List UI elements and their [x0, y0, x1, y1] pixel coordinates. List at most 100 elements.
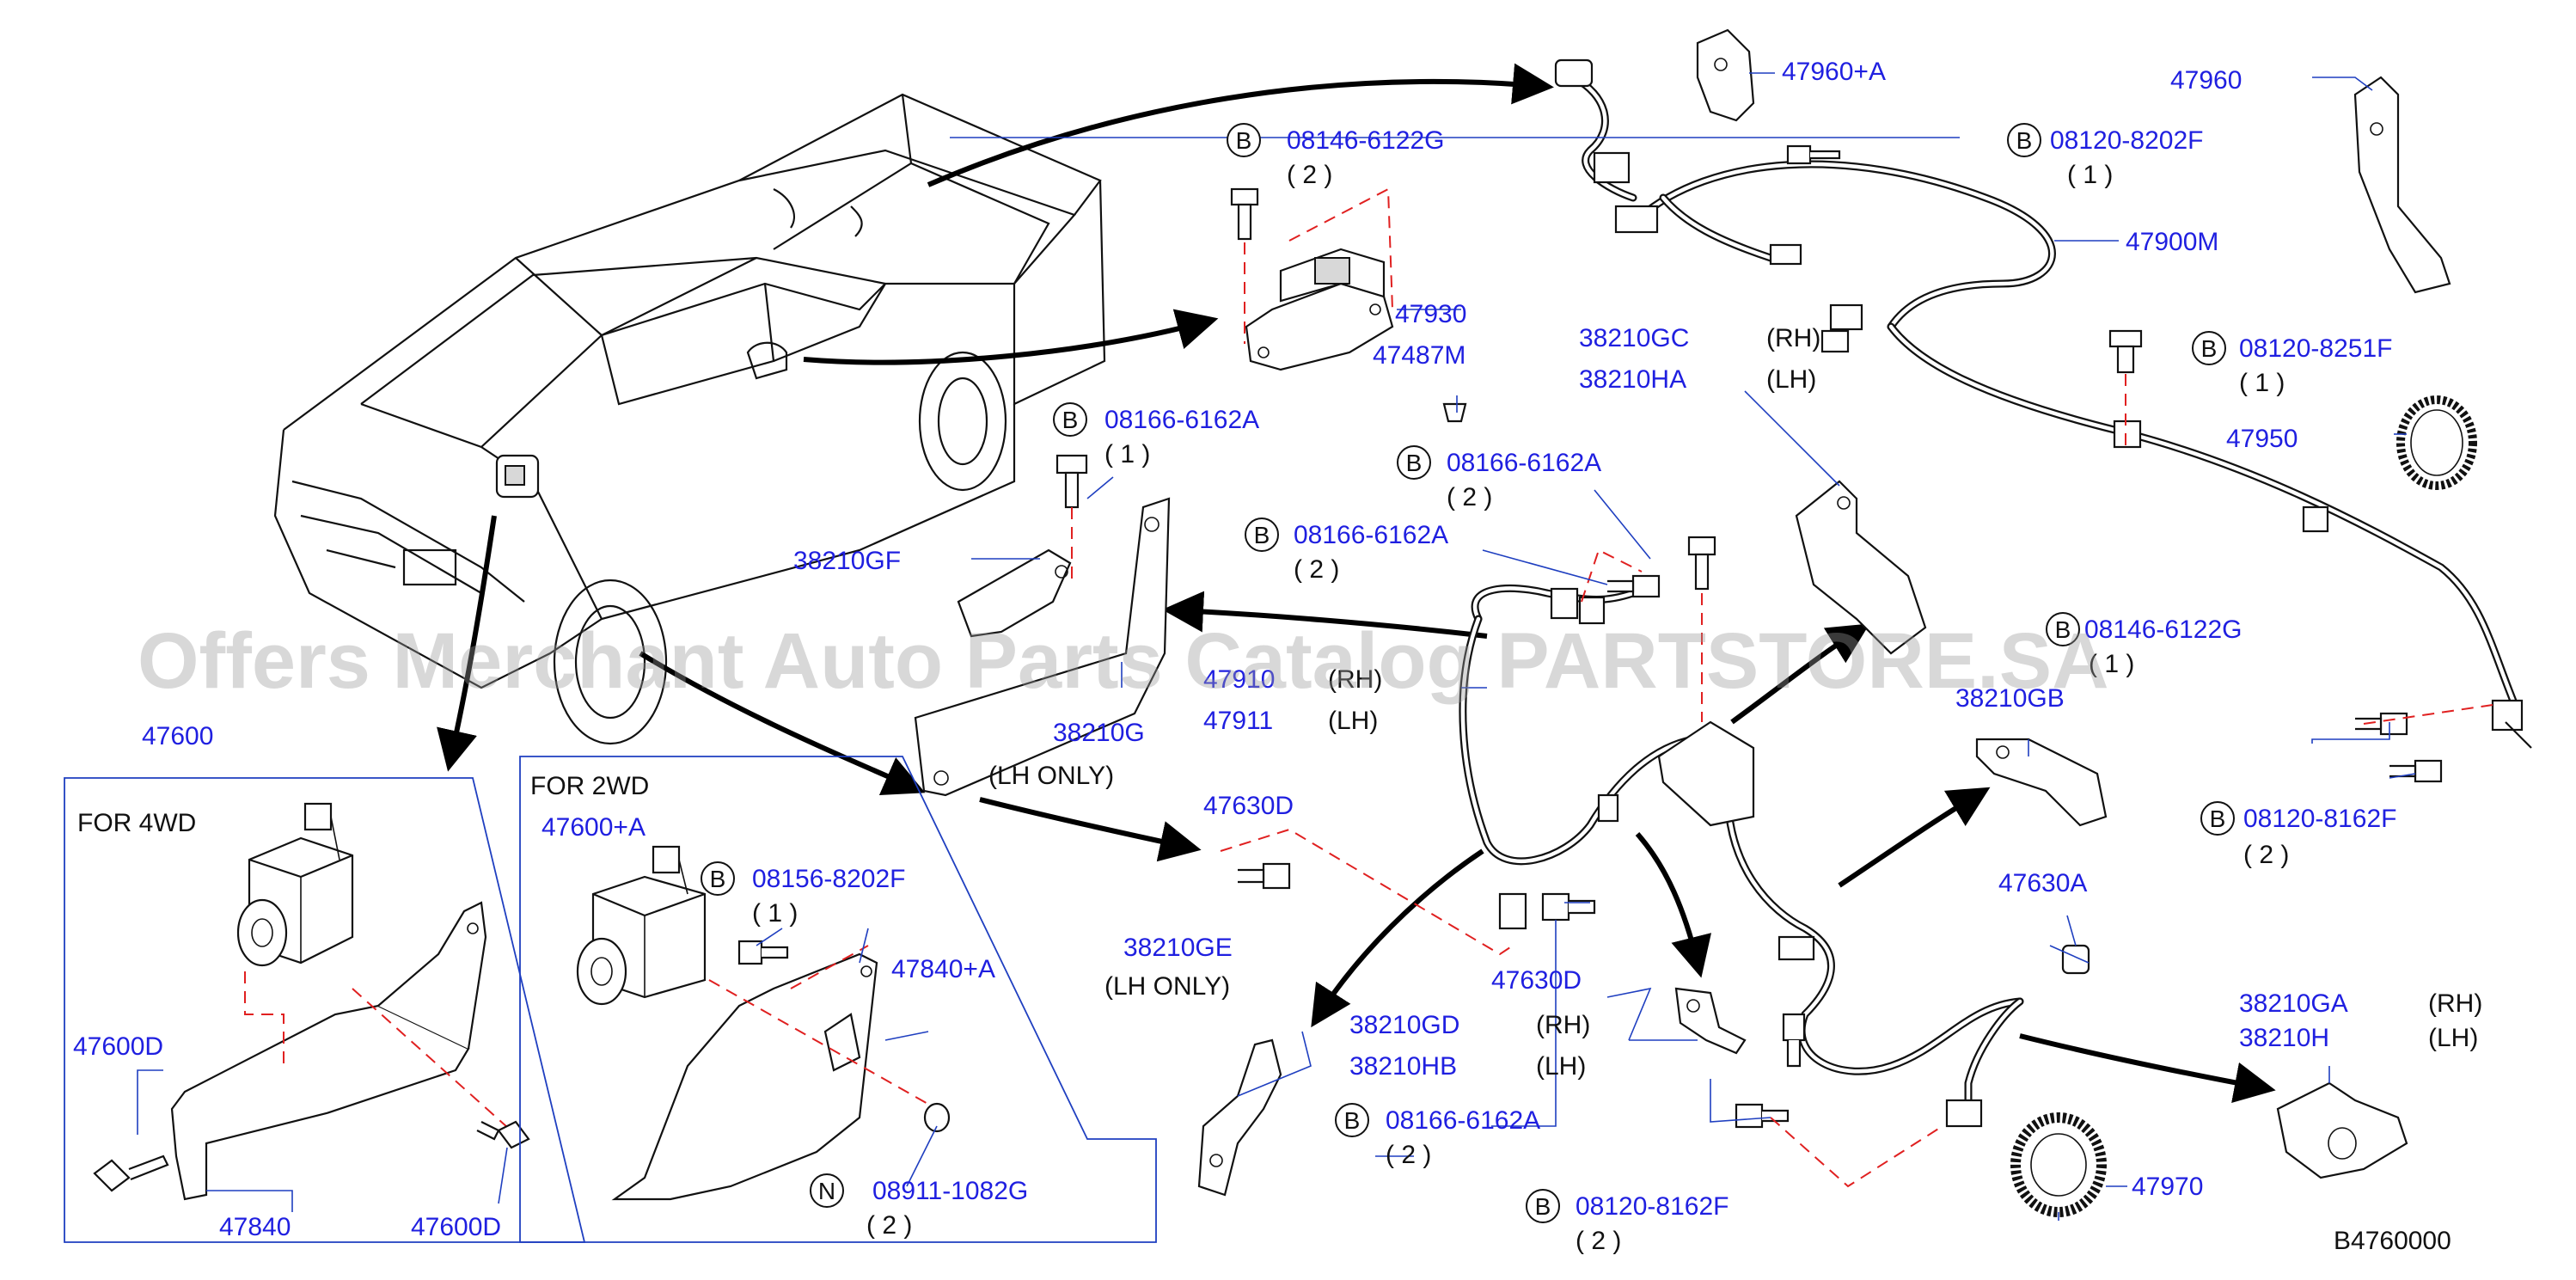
- arrow-to-rear-sensor: [927, 63, 1554, 187]
- clip-47630d-lower: [1541, 892, 1596, 922]
- label-rh-38210gc: (RH): [1766, 324, 1820, 352]
- svg-text:B: B: [1236, 127, 1252, 154]
- label-47900m: 47900M: [2126, 228, 2218, 256]
- detail-box-4wd: [64, 777, 586, 1243]
- label-47960-plus-a: 47960+A: [1782, 58, 1886, 86]
- callout-arrows: [437, 63, 2276, 1104]
- label-47600-plus-a: 47600+A: [542, 813, 646, 842]
- clip-47630d-upper: [1220, 828, 1514, 956]
- bracket-47960: [2353, 76, 2451, 294]
- label-08146-6122g-b: 08146-6122G: [2084, 616, 2243, 644]
- arrow-to-38210ga: [2019, 1033, 2276, 1104]
- label-08120-8162f-1: 08120-8162F: [2243, 805, 2396, 833]
- bracket-38210gf: [957, 454, 1088, 638]
- svg-text:B: B: [2201, 335, 2218, 362]
- clip-47630a: [2061, 944, 2090, 975]
- label-lh-only-38210g: (LH ONLY): [988, 762, 1114, 790]
- label-08166-6162a-4: 08166-6162A: [1386, 1106, 1540, 1135]
- label-38210gc: 38210GC: [1579, 324, 1689, 352]
- label-38210h: 38210H: [2239, 1024, 2329, 1052]
- g-sensor-47930: [1230, 187, 1467, 423]
- label-47911: 47911: [1203, 707, 1273, 735]
- bolt-08166-6162a-center: [1581, 536, 1716, 722]
- label-08156-8202f: 08156-8202F: [752, 865, 905, 893]
- label-rh-38210ga: (RH): [2428, 989, 2482, 1018]
- label-08120-8202f: 08120-8202F: [2050, 126, 2203, 155]
- qty-08146-6122g-b: ( 1 ): [2089, 650, 2134, 678]
- arrow-to-38210ge: [1311, 848, 1484, 1028]
- label-38210hb: 38210HB: [1349, 1052, 1457, 1081]
- label-08166-6162a-3: 08166-6162A: [1294, 521, 1448, 549]
- bolt-08120-8162f-lower: [1735, 1103, 1943, 1188]
- rear-sensor-harness: [1554, 58, 2532, 749]
- arrow-to-38210gc: [1730, 623, 1870, 725]
- svg-text:B: B: [2210, 805, 2226, 832]
- front-sensor-harness-47910: [1459, 584, 2024, 1128]
- bolt-08120-8202f: [1786, 144, 1841, 165]
- sensor-rotor-47950: [2396, 395, 2477, 490]
- label-47840: 47840: [219, 1213, 291, 1241]
- label-47487m: 47487M: [1373, 341, 1465, 370]
- arrow-to-4wd-box: [437, 515, 497, 772]
- label-47930: 47930: [1395, 300, 1466, 328]
- label-47950: 47950: [2226, 425, 2298, 453]
- svg-text:B: B: [2016, 127, 2033, 154]
- label-38210ha: 38210HA: [1579, 365, 1686, 394]
- detail-box-2wd: [519, 756, 1157, 1243]
- bracket-38210ge: [1197, 1038, 1282, 1197]
- part-labels: 47960+A 47960 08120-8202F ( 1 ) 47900M 0…: [73, 58, 2482, 1255]
- bracket-47960-plus-a: [1696, 28, 1755, 122]
- svg-text:B: B: [1254, 522, 1270, 548]
- arrow-to-2wd-box: [639, 651, 926, 795]
- bolt-08146-6122g-b: [2355, 704, 2493, 783]
- label-for-4wd: FOR 4WD: [77, 809, 196, 837]
- bracket-38210gd: [1674, 987, 1747, 1055]
- qty-08166-6162a-3: ( 2 ): [1294, 555, 1339, 584]
- bolt-08120-8251f: [2108, 329, 2143, 447]
- arrow-to-47630d: [979, 797, 1202, 862]
- label-lh-38210hb: (LH): [1536, 1052, 1586, 1081]
- qty-08156-8202f: ( 1 ): [752, 899, 798, 928]
- qty-08120-8162f-1: ( 2 ): [2243, 841, 2289, 869]
- svg-text:B: B: [2055, 616, 2071, 643]
- label-38210gd: 38210GD: [1349, 1011, 1459, 1039]
- pickup-truck-illustration: [273, 93, 1106, 745]
- label-47960: 47960: [2170, 66, 2242, 95]
- qty-08911-1082g: ( 2 ): [866, 1211, 912, 1240]
- fastener-symbols: B B B B B B B B B B B N: [701, 123, 2235, 1223]
- label-lh-only-38210ge: (LH ONLY): [1104, 972, 1230, 1001]
- label-08166-6162a-2: 08166-6162A: [1447, 449, 1601, 477]
- svg-text:B: B: [1344, 1107, 1361, 1134]
- label-38210gf: 38210GF: [793, 547, 901, 575]
- qty-08120-8162f-2: ( 2 ): [1576, 1227, 1621, 1255]
- label-rh-38210gd: (RH): [1536, 1011, 1590, 1039]
- label-47630d-2: 47630D: [1491, 966, 1582, 995]
- qty-08120-8202f: ( 1 ): [2067, 161, 2113, 189]
- leader-lines: [137, 72, 2416, 1221]
- label-08120-8251f: 08120-8251F: [2239, 334, 2392, 363]
- label-08120-8162f-2: 08120-8162F: [1576, 1192, 1729, 1221]
- label-lh-38210h: (LH): [2428, 1024, 2478, 1052]
- watermark: Offers Merchant Auto Parts Catalog PARTS…: [138, 617, 2109, 705]
- label-for-2wd: FOR 2WD: [530, 772, 649, 800]
- label-lh-38210ha: (LH): [1766, 365, 1816, 394]
- bracket-38210gc: [1795, 480, 1927, 655]
- bolt-08166-6162a-lower: [1782, 1013, 1806, 1068]
- arrow-to-g-sensor: [803, 309, 1219, 365]
- label-47600d-1: 47600D: [73, 1032, 163, 1061]
- svg-text:B: B: [710, 866, 726, 892]
- bracket-38210ga: [2276, 1081, 2408, 1179]
- label-38210ga: 38210GA: [2239, 989, 2348, 1018]
- label-08146-6122g: 08146-6122G: [1287, 126, 1445, 155]
- diagram-code: B4760000: [2334, 1227, 2451, 1255]
- label-47910: 47910: [1203, 665, 1275, 694]
- label-lh-47911: (LH): [1328, 707, 1378, 735]
- label-47630d-1: 47630D: [1203, 792, 1294, 820]
- bracket-38210g: [914, 497, 1171, 797]
- svg-text:B: B: [1406, 450, 1423, 476]
- arrow-to-38210gd: [1635, 832, 1712, 978]
- svg-text:B: B: [1062, 407, 1079, 433]
- qty-08146-6122g: ( 2 ): [1287, 161, 1332, 189]
- label-38210ge: 38210GE: [1123, 934, 1233, 962]
